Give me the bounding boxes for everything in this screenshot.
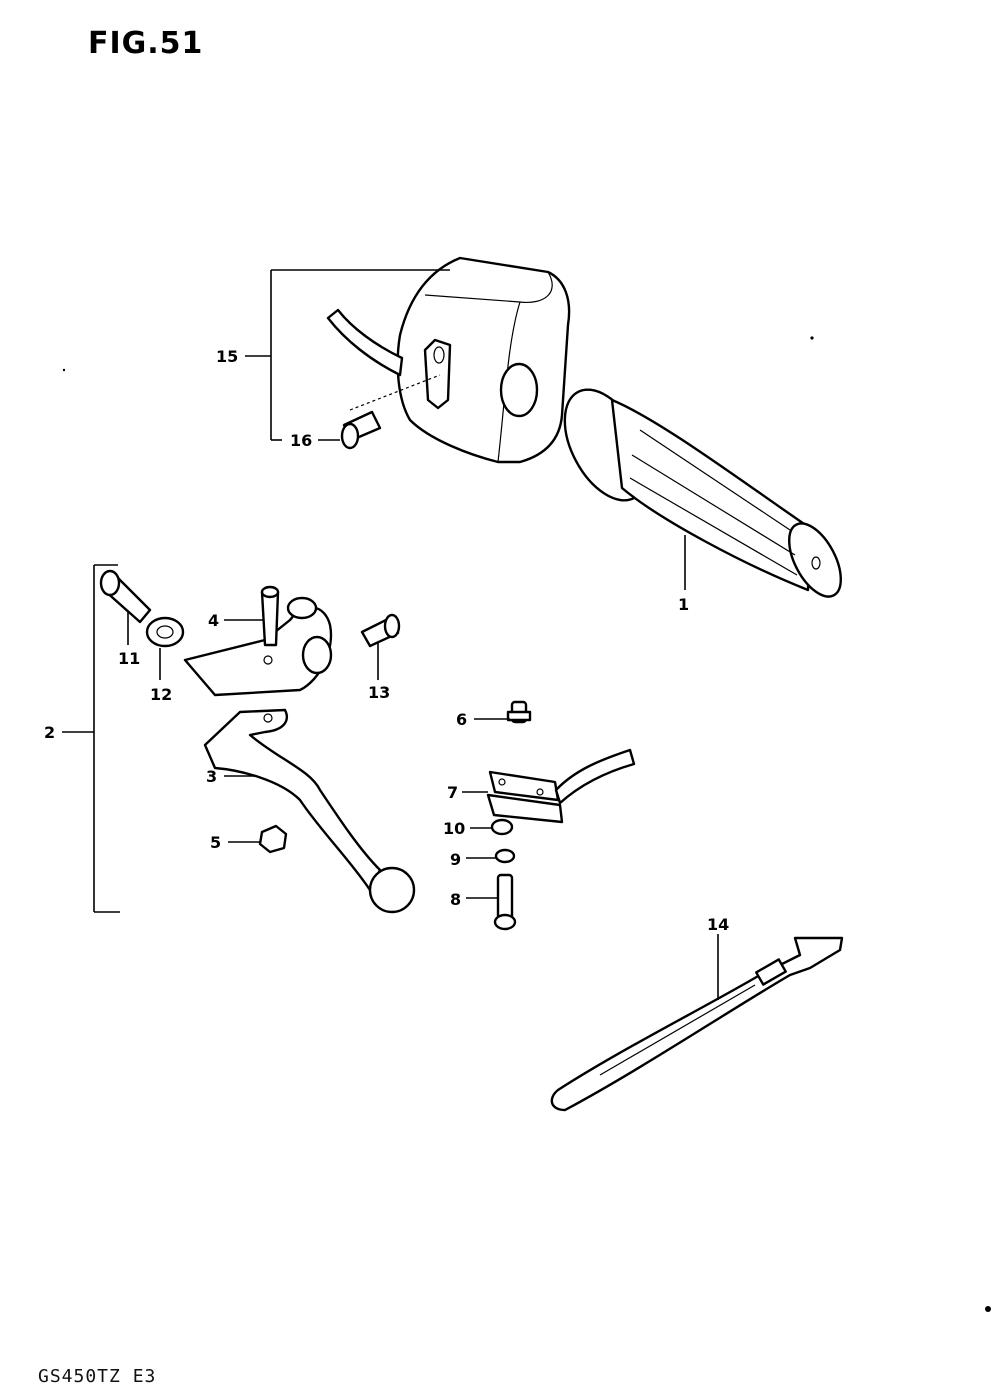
- lever-bracket: [183, 585, 333, 697]
- callout-3: 3: [206, 767, 217, 786]
- callout-7: 7: [447, 783, 458, 802]
- callout-11: 11: [118, 649, 140, 668]
- switch-housing: [326, 256, 571, 464]
- callout-12: 12: [150, 685, 172, 704]
- callout-1: 1: [678, 595, 689, 614]
- callout-16: 16: [290, 431, 312, 450]
- clutch-lever: [203, 708, 416, 914]
- scan-speck: [62, 368, 66, 372]
- switch-plunger: [506, 700, 532, 724]
- switch-washer: [490, 818, 514, 836]
- cable-tie: [550, 936, 844, 1112]
- callout-8: 8: [450, 890, 461, 909]
- switch-nut: [494, 848, 516, 864]
- housing-screw: [340, 374, 441, 450]
- pivot-bolt: [99, 569, 152, 624]
- callout-10: 10: [443, 819, 465, 838]
- scan-speck: [810, 336, 814, 340]
- handlebar-grip: [563, 388, 842, 598]
- scan-speck: [985, 1306, 991, 1312]
- switch-screw: [493, 873, 517, 931]
- model-code: GS450TZ E3: [38, 1366, 157, 1387]
- callout-13: 13: [368, 683, 390, 702]
- lever-nut: [258, 824, 288, 854]
- lock-nut: [145, 616, 185, 648]
- clutch-switch: [486, 748, 636, 824]
- callout-leaders: [62, 269, 719, 1000]
- callout-9: 9: [450, 850, 461, 869]
- callout-5: 5: [210, 833, 221, 852]
- callout-15: 15: [216, 347, 238, 366]
- callout-2: 2: [44, 723, 55, 742]
- callout-4: 4: [208, 611, 219, 630]
- figure-title: FIG.51: [88, 26, 204, 61]
- callout-labels: 1 2 3 4 5 6 7 8 9 10 11 12 13 14 15 16: [44, 347, 729, 934]
- adjuster-screw: [360, 613, 401, 648]
- callout-6: 6: [456, 710, 467, 729]
- callout-14: 14: [707, 915, 729, 934]
